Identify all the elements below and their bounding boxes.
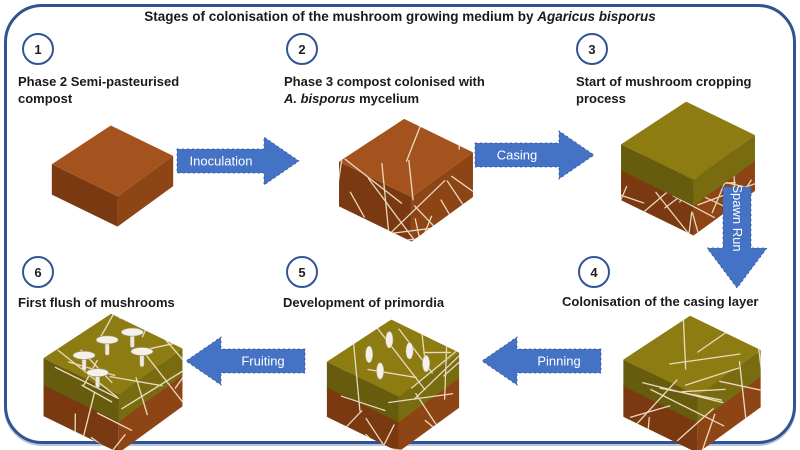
compost-block-stage-4	[623, 315, 761, 450]
inoculation-arrow: Inoculation	[176, 136, 300, 186]
stage-5-number: 5	[286, 256, 318, 288]
pinning-arrow: Pinning	[481, 336, 602, 386]
stage-4-number: 4	[578, 256, 610, 288]
stage-2-number: 2	[286, 33, 318, 65]
compost-block-stage-5	[326, 319, 460, 450]
spawn-run-arrow: Spawn Run	[706, 186, 768, 289]
stage-2-label-species: A. bisporus	[284, 90, 356, 106]
stage-3-number: 3	[576, 33, 608, 65]
fruiting-arrow-label: Fruiting	[241, 354, 284, 369]
casing-arrow-label: Casing	[497, 148, 537, 163]
inoculation-arrow-label: Inoculation	[190, 154, 253, 169]
stage-5-label: Development of primordia	[283, 295, 445, 310]
spawn-run-arrow-label: Spawn Run	[730, 186, 745, 252]
pinning-arrow-label: Pinning	[537, 354, 580, 369]
compost-block-stage-3	[621, 101, 755, 236]
fruiting-arrow: Fruiting	[185, 336, 306, 386]
stage-6-label: First flush of mushrooms	[18, 295, 175, 310]
compost-block-stage-6	[43, 313, 183, 450]
stage-2-label-post: mycelium	[355, 90, 420, 106]
diagram-title-species: Agaricus bisporus	[537, 9, 656, 24]
stage-2-label-pre: Phase 3 compost colonised with	[284, 74, 485, 89]
compost-block-stage-2	[339, 118, 473, 242]
stage-6-number: 6	[22, 256, 54, 288]
compost-block-stage-1	[51, 125, 174, 227]
stage-4-label: Colonisation of the casing layer	[562, 294, 759, 309]
stage-1-label: Phase 2 Semi-pasteurised compost	[18, 74, 180, 106]
stage-1-number: 1	[22, 33, 54, 65]
stage-3-label: Start of mushroom cropping process	[576, 74, 752, 106]
diagram-title: Stages of colonisation of the mushroom g…	[0, 9, 800, 24]
casing-arrow: Casing	[474, 130, 595, 180]
diagram-title-text: Stages of colonisation of the mushroom g…	[144, 9, 538, 24]
